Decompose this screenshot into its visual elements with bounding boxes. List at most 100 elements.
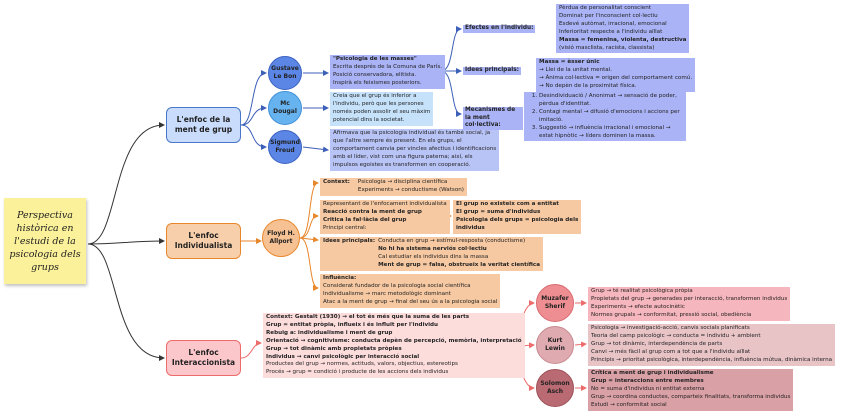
node-mcdougal[interactable]: Mc Dougal [268,91,302,125]
branch-ment-de-grup[interactable]: L'enfoc de la ment de grup [166,107,241,143]
text-line: Grup = entitat pròpia, influeix i és inf… [266,321,439,328]
link-ment-lebon [240,70,267,126]
text-line: Individualisme → marc metodològic domina… [323,290,451,297]
text-line: Posició conservadora, elitista. [333,71,417,78]
efectes-box: Pèrdua de personalitat conscient Dominat… [556,4,690,54]
text-line: amb el líder, vist com una figura patern… [333,153,473,160]
text-line: → Llei de la unitat mental. [539,66,613,73]
text-line: Experiments → efecte autocinètic [591,303,685,310]
link-interaccionista-box [240,340,262,359]
idees-box: Massa = èsser únic → Llei de la unitat m… [536,58,696,92]
text-line: Experiments → conductisme (Watson) [357,186,464,193]
text-line: Massa = femenina, violenta, destructiva [559,36,687,43]
link-ment-freud [240,124,267,150]
text-line: Inferioritat respecte a l'individu aïlla… [559,28,663,35]
text-line: El grup = suma d'individus [456,208,541,215]
text-line: Critica la fal·làcia del grup [323,216,407,223]
text-line: potencial dins la societat. [333,116,405,123]
link-allport-representant [299,213,319,239]
text-line: Orientació → cognitivisme: conducta depè… [266,337,522,344]
idees-individualista-box: Idees principals: Conducta en grup → est… [320,237,543,271]
text-line: → No depèn de la proximitat física. [539,82,637,89]
text-line: Normes grupals → conformitat, pressió so… [591,311,752,318]
text-line: Crítica a ment de grup i individualisme [591,370,714,376]
idees-label: Idees principals: [463,67,522,75]
link-allport-idees [299,236,319,243]
text-line: Principi central: [323,224,367,231]
link-freud-box [302,146,329,153]
text-line: Escrita després de la Comuna de París. [333,63,443,70]
text-line: Grup → coordina conductes, comparteix fi… [591,393,791,400]
root-sticky-note[interactable]: Perspectiva històrica en l'estudi de la … [4,198,86,284]
text-line: Grup → tot dinàmic, interdependència de … [591,340,723,347]
text-line: Creia que el grup és inferior a [333,93,417,99]
node-asch[interactable]: Solomon Asch [536,369,574,407]
efectes-label: Efectes en l'individu: [463,25,536,33]
text-line: Grup = interaccions entre membres [591,377,704,384]
context-box: Context: Psicologia → disciplina científ… [320,178,467,196]
text-line: comportament canvia per vincles afectius… [333,145,497,152]
node-freud[interactable]: Sigmund Freud [268,130,302,164]
text-line: Propietats del grup → generades per inte… [591,295,788,302]
link-lewin-box [574,341,587,348]
link-root-individualista [87,238,165,245]
text-line: que l'altre sempre és present. En els gr… [333,137,462,144]
branch-individualista[interactable]: L'enfoc Individualista [166,223,241,259]
idees-label: Idees principals: [323,238,376,244]
text-line: Principis → prioritat psicològica, inter… [591,356,833,363]
representant-box: Representant de l'enfocament individuali… [320,200,450,234]
text-line: l'individu, però que les persones [333,100,424,107]
node-lewin[interactable]: Kurt Lewin [536,326,574,364]
text-line: Conducta en grup → estímul-resposta (con… [378,238,526,244]
text-line: Context: Gestalt (1930) → el tot és més … [266,314,470,320]
text-line: Dominat per l'inconscient col·lectiu [559,12,658,19]
list-item: Suggestió → influència irracional i emoc… [539,125,683,141]
context-label: Context: [323,179,350,185]
link-root-ment [87,122,165,245]
freud-box: Afirmava que la psicologia individual és… [330,129,500,171]
text-line: Grup → tot dinàmic amb propietats pròpie… [266,345,402,352]
text-line: Atac a la ment de grup → final del seu ú… [323,298,498,305]
text-line: Reacció contra la ment de grup [323,208,422,215]
text-line: Ment de grup = falsa, obstrueix la verit… [378,261,540,268]
node-le-bon[interactable]: Gustave Le Bon [268,56,302,90]
text-line: Representant de l'enfocament individuali… [323,201,447,207]
link-allport-context [299,180,319,239]
text-line: Pèrdua de personalitat conscient [559,5,651,11]
text-line: (visió masclista, racista, classista) [559,44,655,51]
list-item: Desindividuació / Anonimat → sensació de… [539,93,683,109]
text-line: Teoria del camp psicològic → conducta = … [591,332,761,339]
text-line: No hi ha sistema nerviós col·lectiu [378,245,487,252]
node-allport[interactable]: Floyd H. Allport [262,219,300,257]
text-line: individus [456,224,485,231]
text-line: Afirmava que la psicologia individual és… [333,130,491,136]
influencia-box: Influència: Considerat fundador de la ps… [320,274,501,308]
node-sherif[interactable]: Muzafer Sherif [536,284,574,322]
interaccionista-box: Context: Gestalt (1930) → el tot és més … [263,313,525,379]
text-line: Inspirà els feixismes posteriors. [333,79,422,86]
text-line: Psicologia dels grups = psicologia dels [456,216,579,223]
text-line: "Psicologia de les masses" [333,56,417,62]
list-item: Contagi mental → difusió d'emocions i ac… [539,109,683,125]
text-line: Considerat fundador de la psicologia soc… [323,282,471,289]
text-line: només poden assolir el seu màxim [333,108,431,115]
text-line: Grup → té realitat psicològica pròpia [591,288,693,294]
principi-box: El grup no existeix com a entitat El gru… [453,200,582,234]
branch-interaccionista[interactable]: L'enfoc Interaccionista [166,340,241,376]
link-ment-mcdougal [240,105,267,126]
text-line: El grup no existeix com a entitat [456,201,559,207]
sherif-box: Grup → té realitat psicològica pròpia Pr… [588,287,791,321]
text-line: Rebuig a: individualisme i ment de grup [266,329,393,336]
mcdougal-box: Creia que el grup és inferior a l'indivi… [330,92,434,126]
text-line: Canvi → més fàcil al grup com a tot que … [591,348,751,355]
text-line: impulsos egoistes es transformen en coop… [333,161,471,168]
lewin-box: Psicologia → investigació-acció, canvis … [588,324,836,366]
text-line: No = suma d'individus ni entitat externa [591,385,705,392]
text-line: Estudi → conformitat social [591,401,667,408]
text-line: Psicologia → disciplina científica [357,179,448,185]
text-line: Individus → canvi psicològic per interac… [266,353,420,360]
mecanismes-box: Desindividuació / Anonimat → sensació de… [524,92,686,142]
asch-box: Crítica a ment de grup i individualisme … [588,369,794,411]
text-line: Esdevé autòmat, irracional, emocional [559,20,667,27]
